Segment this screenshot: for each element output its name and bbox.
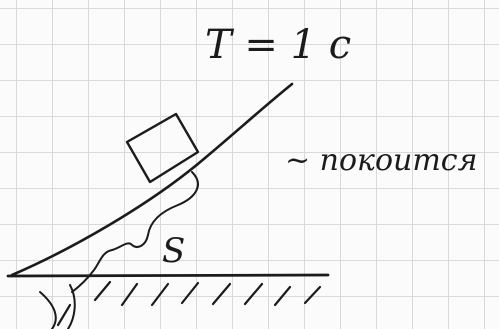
- distance-squiggle: [71, 171, 199, 293]
- note-text: ~ покоится: [285, 143, 477, 178]
- incline-line: [10, 82, 294, 277]
- block: [125, 112, 200, 184]
- ground-hatching: [56, 280, 322, 327]
- distance-label: S: [162, 231, 185, 271]
- formula-text: T = 1 c: [205, 22, 351, 68]
- ground-line: [6, 273, 330, 278]
- wedge-corner: [39, 284, 76, 329]
